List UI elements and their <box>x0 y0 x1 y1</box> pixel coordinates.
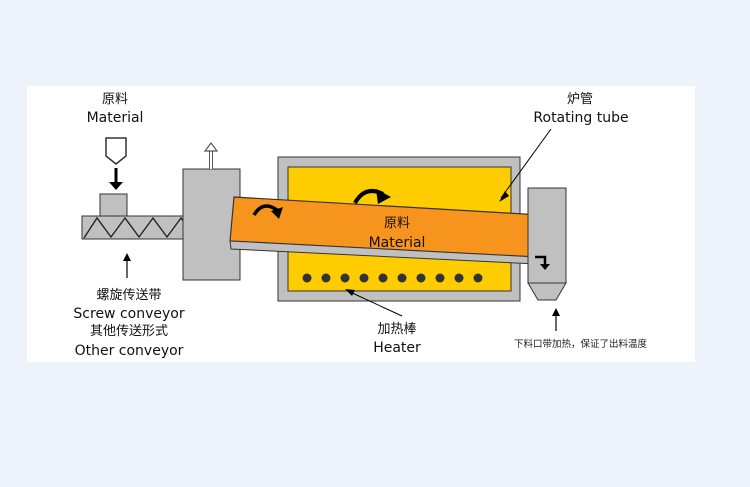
rotating-tube-label-en: Rotating tube <box>533 110 629 126</box>
heater-label-en: Heater <box>373 340 421 356</box>
curved-arrow-top-head <box>376 189 391 204</box>
heater-rod <box>378 273 388 283</box>
material-top-label-en: Material <box>86 110 144 126</box>
heater-rod <box>321 273 331 283</box>
heater-rod <box>397 273 407 283</box>
outlet-note: 下料口带加热，保证了出料温度 <box>514 339 648 350</box>
heater-label-zh: 加热棒 <box>377 322 417 337</box>
heater-rod <box>302 273 312 283</box>
heater-rods <box>302 273 483 283</box>
housing-block <box>182 168 241 281</box>
material-top-label-zh: 原料 <box>101 92 128 107</box>
heater-rod <box>340 273 350 283</box>
rotating-tube-label-zh: 炉管 <box>566 92 593 107</box>
curved-arrow-left-head <box>271 207 283 219</box>
tube-pointer <box>500 128 552 199</box>
kiln-diagram <box>81 128 567 331</box>
exhaust-arrow-head <box>203 142 219 152</box>
heater-pointer-head <box>345 289 355 296</box>
tube-pointer-head <box>499 191 509 202</box>
heater-rod <box>473 273 483 283</box>
diagram-canvas: 原料 Material 炉管 Rotating tube 原料 Material… <box>27 86 695 362</box>
other-conveyor-label-en: Other conveyor <box>74 343 184 359</box>
feed-hopper-icon <box>105 137 127 165</box>
screw-conveyor-label-zh: 螺旋传送带 <box>96 288 162 303</box>
screw-conveyor-label-en: Screw conveyor <box>73 306 185 322</box>
outlet-hopper <box>527 282 567 301</box>
heater-rod <box>454 273 464 283</box>
other-conveyor-label-zh: 其他传送形式 <box>89 324 168 339</box>
feed-arrow-head <box>109 182 123 190</box>
screw-pointer-head <box>123 253 131 261</box>
feeder-box <box>99 193 128 217</box>
heater-rod <box>416 273 426 283</box>
material-inside-label-zh: 原料 <box>383 216 410 231</box>
outlet-arrow-icon <box>535 255 547 266</box>
curved-arrow-left-icon <box>252 204 279 216</box>
outlet-chute <box>527 187 567 284</box>
outlet-arrow-head <box>540 264 550 270</box>
outlet-pointer-head <box>552 308 560 316</box>
heater-rod <box>435 273 445 283</box>
heater-pointer <box>347 290 403 317</box>
material-inside-label-en: Material <box>368 235 426 251</box>
heater-rod <box>359 273 369 283</box>
